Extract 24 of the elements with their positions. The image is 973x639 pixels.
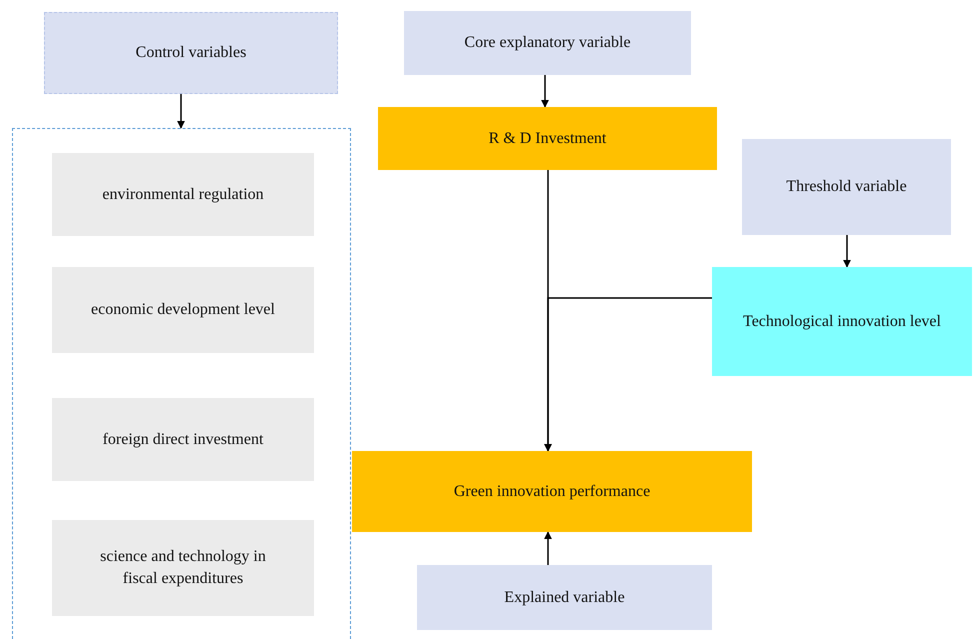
arrow xyxy=(541,75,549,108)
arrow xyxy=(177,94,185,129)
variable-box xyxy=(44,12,338,94)
node-label: Technological innovation level xyxy=(742,312,942,332)
variable-box xyxy=(417,565,712,630)
node-label: Threshold variable xyxy=(785,177,908,198)
node-label: environmental regulation xyxy=(101,184,265,205)
variable-box xyxy=(742,139,951,235)
node-label: R & D Investment xyxy=(488,128,608,149)
variable-box xyxy=(404,11,691,75)
arrow xyxy=(544,531,552,565)
node-label: Core explanatory variable xyxy=(463,33,632,54)
variable-box xyxy=(712,267,972,376)
node-label: foreign direct investment xyxy=(102,430,264,450)
node-label: Green innovation performance xyxy=(452,482,652,502)
group-frame xyxy=(12,128,351,639)
variable-box xyxy=(352,451,752,532)
node-label: science and technology in fiscal expenditures xyxy=(99,547,267,589)
arrow xyxy=(544,297,712,452)
node-label: Explained variable xyxy=(503,588,626,608)
arrow xyxy=(843,235,851,268)
variable-box xyxy=(378,107,717,170)
node-label: Control variables xyxy=(134,43,248,64)
node-label: economic development level xyxy=(90,300,276,320)
